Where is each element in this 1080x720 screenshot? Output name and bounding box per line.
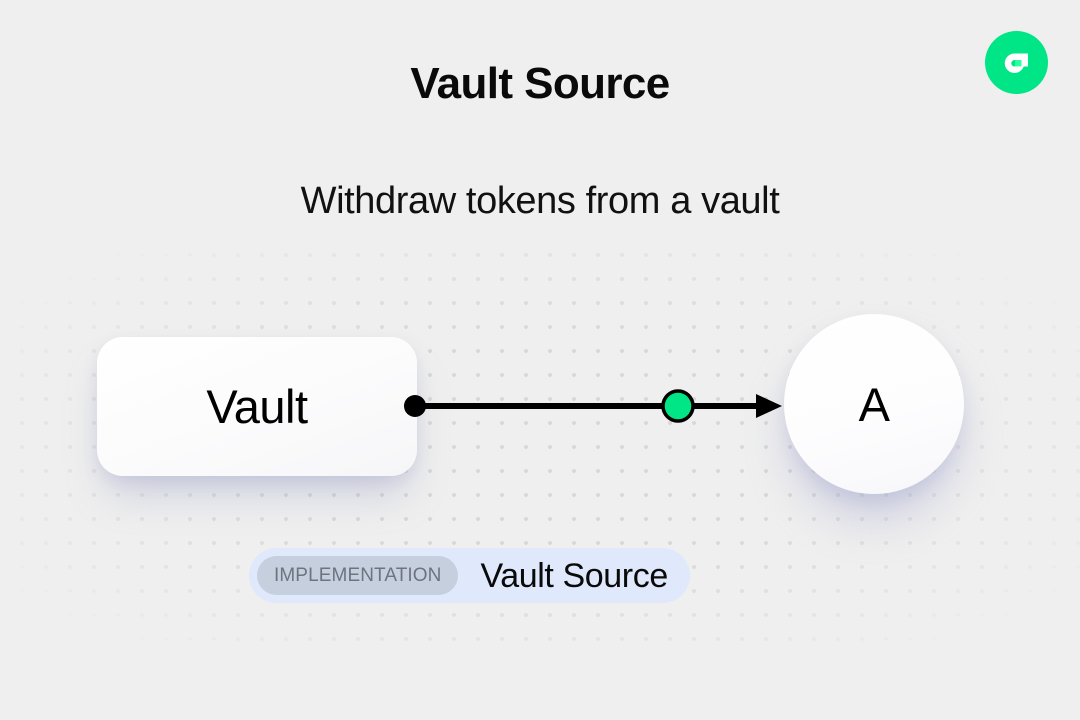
edge-arrowhead-icon [756, 394, 782, 418]
implementation-name: Vault Source [480, 556, 668, 595]
node-a-label: A [858, 377, 890, 431]
node-vault[interactable]: Vault [97, 337, 417, 476]
implementation-tag: IMPLEMENTATION [257, 556, 459, 595]
implementation-badge[interactable]: IMPLEMENTATION Vault Source [249, 548, 690, 603]
node-vault-label: Vault [206, 380, 308, 433]
node-a[interactable]: A [784, 314, 964, 494]
page-title: Vault Source [410, 59, 670, 108]
flow-logo-icon [985, 31, 1048, 94]
implementation-tag-label: IMPLEMENTATION [274, 565, 442, 586]
edge-midpoint-handle[interactable] [661, 389, 695, 423]
page-subtitle: Withdraw tokens from a vault [300, 180, 780, 222]
